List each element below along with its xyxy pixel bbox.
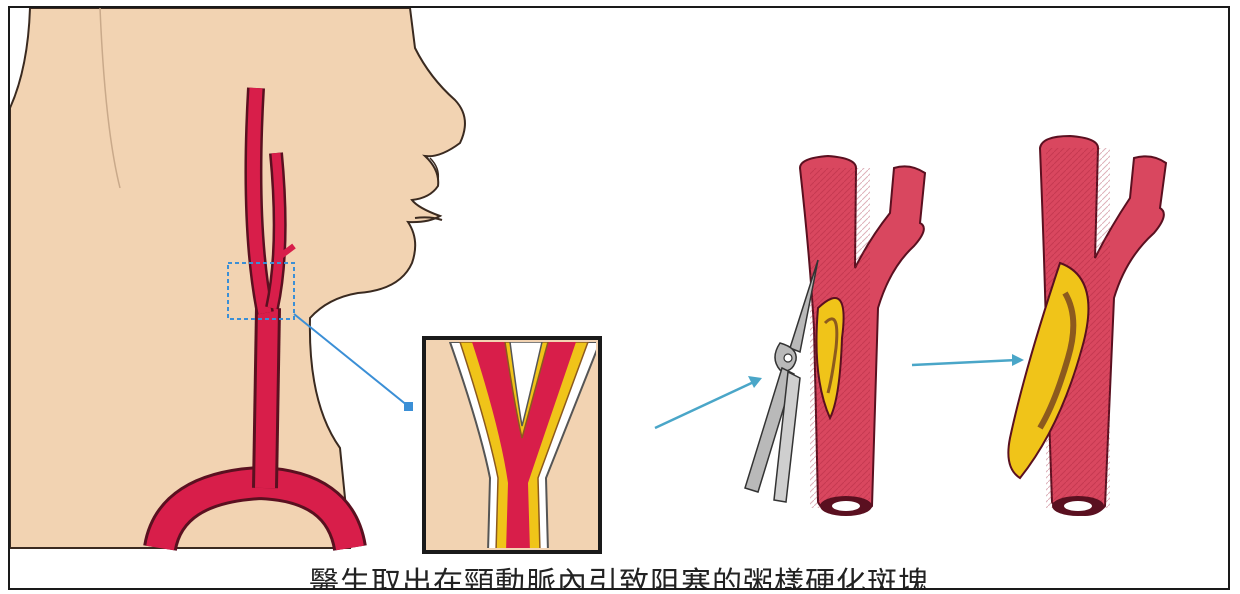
- arrow-right-icon: [655, 376, 762, 428]
- vessel-opened-with-scissors: [800, 156, 925, 516]
- bifurcation-zoom-inset: [424, 338, 600, 552]
- head-neck-silhouette: [10, 8, 465, 548]
- diagram-artwork: [10, 8, 1230, 590]
- arrow-right-icon: [912, 354, 1024, 366]
- diagram-caption: 醫生取出在頸動脈內引致阻塞的粥樣硬化斑塊: [10, 558, 1228, 590]
- vessel-plaque-removed: [1008, 136, 1166, 516]
- diagram-frame: 醫生取出在頸動脈內引致阻塞的粥樣硬化斑塊: [8, 6, 1230, 590]
- zoom-pointer-end: [404, 402, 413, 411]
